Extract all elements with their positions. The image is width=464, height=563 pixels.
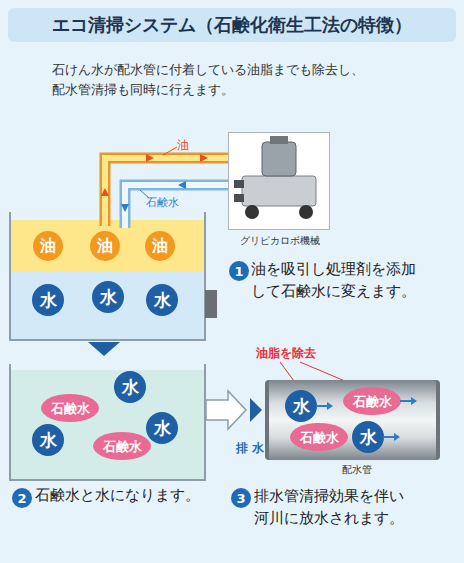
leader-line (300, 362, 345, 381)
tank-outlet (205, 290, 217, 318)
step-number: 3 (231, 488, 251, 508)
flow-arrow (200, 154, 208, 162)
oil-circle: 油 (145, 231, 175, 261)
text-label: 石鹸水と水になります。 (35, 486, 200, 505)
title-band: エコ清掃システム（石鹸化衛生工法の特徴） (8, 8, 456, 42)
water-circle: 水 (114, 371, 146, 403)
machine-wheel (299, 205, 313, 219)
machine-cap (270, 136, 288, 144)
flow-line (400, 400, 412, 402)
flow-arrow (178, 181, 186, 189)
leader-line (280, 362, 294, 381)
node-text: 水 (154, 420, 171, 437)
flow-pointer (250, 398, 262, 422)
text-label: 油 (177, 137, 189, 154)
node-text: 石鹸水 (103, 440, 142, 453)
flow-arrow (121, 204, 129, 212)
text-label: 排 水 (236, 440, 264, 457)
water-circle: 水 (352, 421, 384, 453)
step-number: 2 (12, 488, 32, 508)
machine-motor (262, 142, 296, 176)
flow-head (394, 433, 400, 441)
title-text: エコ清掃システム（石鹸化衛生工法の特徴） (52, 13, 412, 37)
drain-pipe: 配水管水石鹸水石鹸水水 (265, 380, 440, 460)
tank-wall (10, 212, 205, 340)
water-circle: 水 (146, 412, 178, 444)
water-circle: 水 (146, 284, 178, 316)
node-text: 石鹸水 (353, 395, 392, 408)
text-label: 油を吸引し処理剤を添加 して石鹸水に変えます。 (251, 258, 423, 302)
mixed-water (10, 370, 205, 480)
node-text: 水 (154, 292, 171, 309)
node-text: 水 (360, 429, 377, 446)
node-text: 水 (100, 289, 117, 306)
outflow-arrow (206, 391, 246, 429)
node-text: 油 (152, 238, 168, 254)
text-label: 石鹸水 (146, 195, 179, 210)
soap-water-pill: 石鹸水 (343, 387, 401, 415)
node-caption: グリピカロボ機械 (219, 234, 341, 248)
machine-frame (228, 132, 330, 230)
flow-arrow (101, 188, 109, 196)
node-text: 石鹸水 (51, 402, 90, 415)
machine-box: グリピカロボ機械 (228, 132, 330, 230)
text-label: 油脂を除去 (256, 345, 316, 362)
node-text: 水 (122, 379, 139, 396)
machine-body (242, 176, 316, 206)
text-label: 排水管清掃効果を伴い 河川に放水されます。 (254, 485, 411, 529)
down-arrow (88, 342, 120, 356)
node-text: 石鹸水 (300, 431, 339, 444)
node-caption: 配水管 (259, 463, 454, 477)
node-text: 水 (40, 292, 57, 309)
text-label: 石けん水が配水管に付着している油脂までも除去し、 配水管清掃も同時に行えます。 (52, 60, 368, 100)
water-circle: 水 (32, 284, 64, 316)
soap-water-pill: 石鹸水 (290, 423, 348, 451)
flow-head (411, 397, 417, 405)
soap-pipe (125, 185, 230, 228)
flow-line (316, 405, 328, 407)
tank-wall (10, 364, 205, 480)
flow-arrow (146, 154, 154, 162)
node-text: 水 (40, 432, 57, 449)
water-circle: 水 (285, 390, 317, 422)
water-circle: 水 (92, 281, 124, 313)
node-text: 2 (17, 492, 26, 505)
node-text: 1 (234, 265, 243, 278)
flow-head (327, 402, 333, 410)
node-text: 油 (97, 238, 113, 254)
soap-pipe-inner (125, 185, 230, 228)
soap-water-pill: 石鹸水 (41, 394, 99, 422)
node-text: 水 (293, 398, 310, 415)
node-text: 油 (40, 238, 56, 254)
soap-water-pill: 石鹸水 (93, 432, 151, 460)
flow-line (383, 436, 395, 438)
oil-circle: 油 (33, 231, 63, 261)
water-layer (10, 272, 205, 340)
machine-wheel (245, 205, 259, 219)
oil-layer (10, 220, 205, 272)
leader-line (163, 147, 177, 155)
step-number: 1 (229, 261, 249, 281)
machine-nozzle (234, 180, 244, 188)
node-text: 3 (236, 492, 245, 505)
oil-circle: 油 (90, 231, 120, 261)
water-circle: 水 (32, 424, 64, 456)
machine-nozzle (234, 194, 244, 202)
